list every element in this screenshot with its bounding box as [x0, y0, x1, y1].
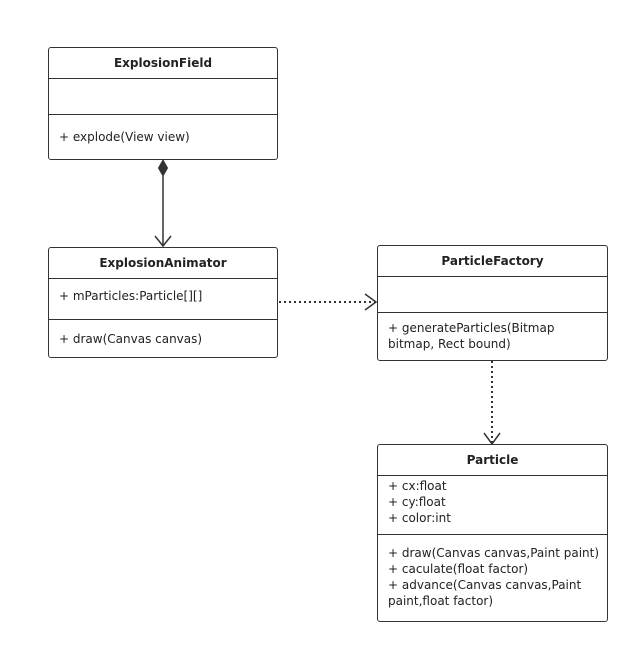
class-name: ExplosionField [49, 48, 277, 79]
attribute-item: + color:int [388, 511, 451, 525]
composition-relation [154, 158, 172, 248]
attribute-item: + mParticles:Particle[][] [59, 289, 203, 303]
dependency-relation-animator-factory [279, 293, 378, 311]
methods-section: + draw(Canvas canvas,Paint paint) + cacu… [378, 535, 607, 609]
attributes-section [49, 79, 277, 115]
method-item: + explode(View view) [59, 130, 190, 144]
method-item: + draw(Canvas canvas,Paint paint) [388, 546, 600, 560]
open-arrowhead-icon [154, 235, 172, 248]
open-arrowhead-icon [364, 293, 378, 311]
composition-diamond-icon [157, 158, 169, 178]
attributes-section [378, 277, 607, 313]
class-particle-factory[interactable]: ParticleFactory + generateParticles(Bitm… [377, 245, 608, 361]
class-particle[interactable]: Particle + cx:float + cy:float + color:i… [377, 444, 608, 622]
class-name: Particle [378, 445, 607, 476]
method-item: + advance(Canvas canvas,Paint paint,floa… [388, 578, 582, 608]
class-explosion-field[interactable]: ExplosionField + explode(View view) [48, 47, 278, 160]
attribute-item: + cx:float [388, 479, 447, 493]
attribute-item: + cy:float [388, 495, 446, 509]
attributes-section: + mParticles:Particle[][] [49, 279, 277, 320]
methods-section: + explode(View view) [49, 115, 277, 145]
method-item: + draw(Canvas canvas) [59, 332, 203, 346]
methods-section: + generateParticles(Bitmap bitmap, Rect … [378, 313, 607, 352]
method-item: + generateParticles(Bitmap bitmap, Rect … [388, 321, 555, 351]
methods-section: + draw(Canvas canvas) [49, 320, 277, 347]
class-name: ExplosionAnimator [49, 248, 277, 279]
class-explosion-animator[interactable]: ExplosionAnimator + mParticles:Particle[… [48, 247, 278, 358]
attributes-section: + cx:float + cy:float + color:int [378, 476, 607, 535]
method-item: + caculate(float factor) [388, 562, 529, 576]
dependency-relation-factory-particle [483, 361, 501, 446]
class-name: ParticleFactory [378, 246, 607, 277]
